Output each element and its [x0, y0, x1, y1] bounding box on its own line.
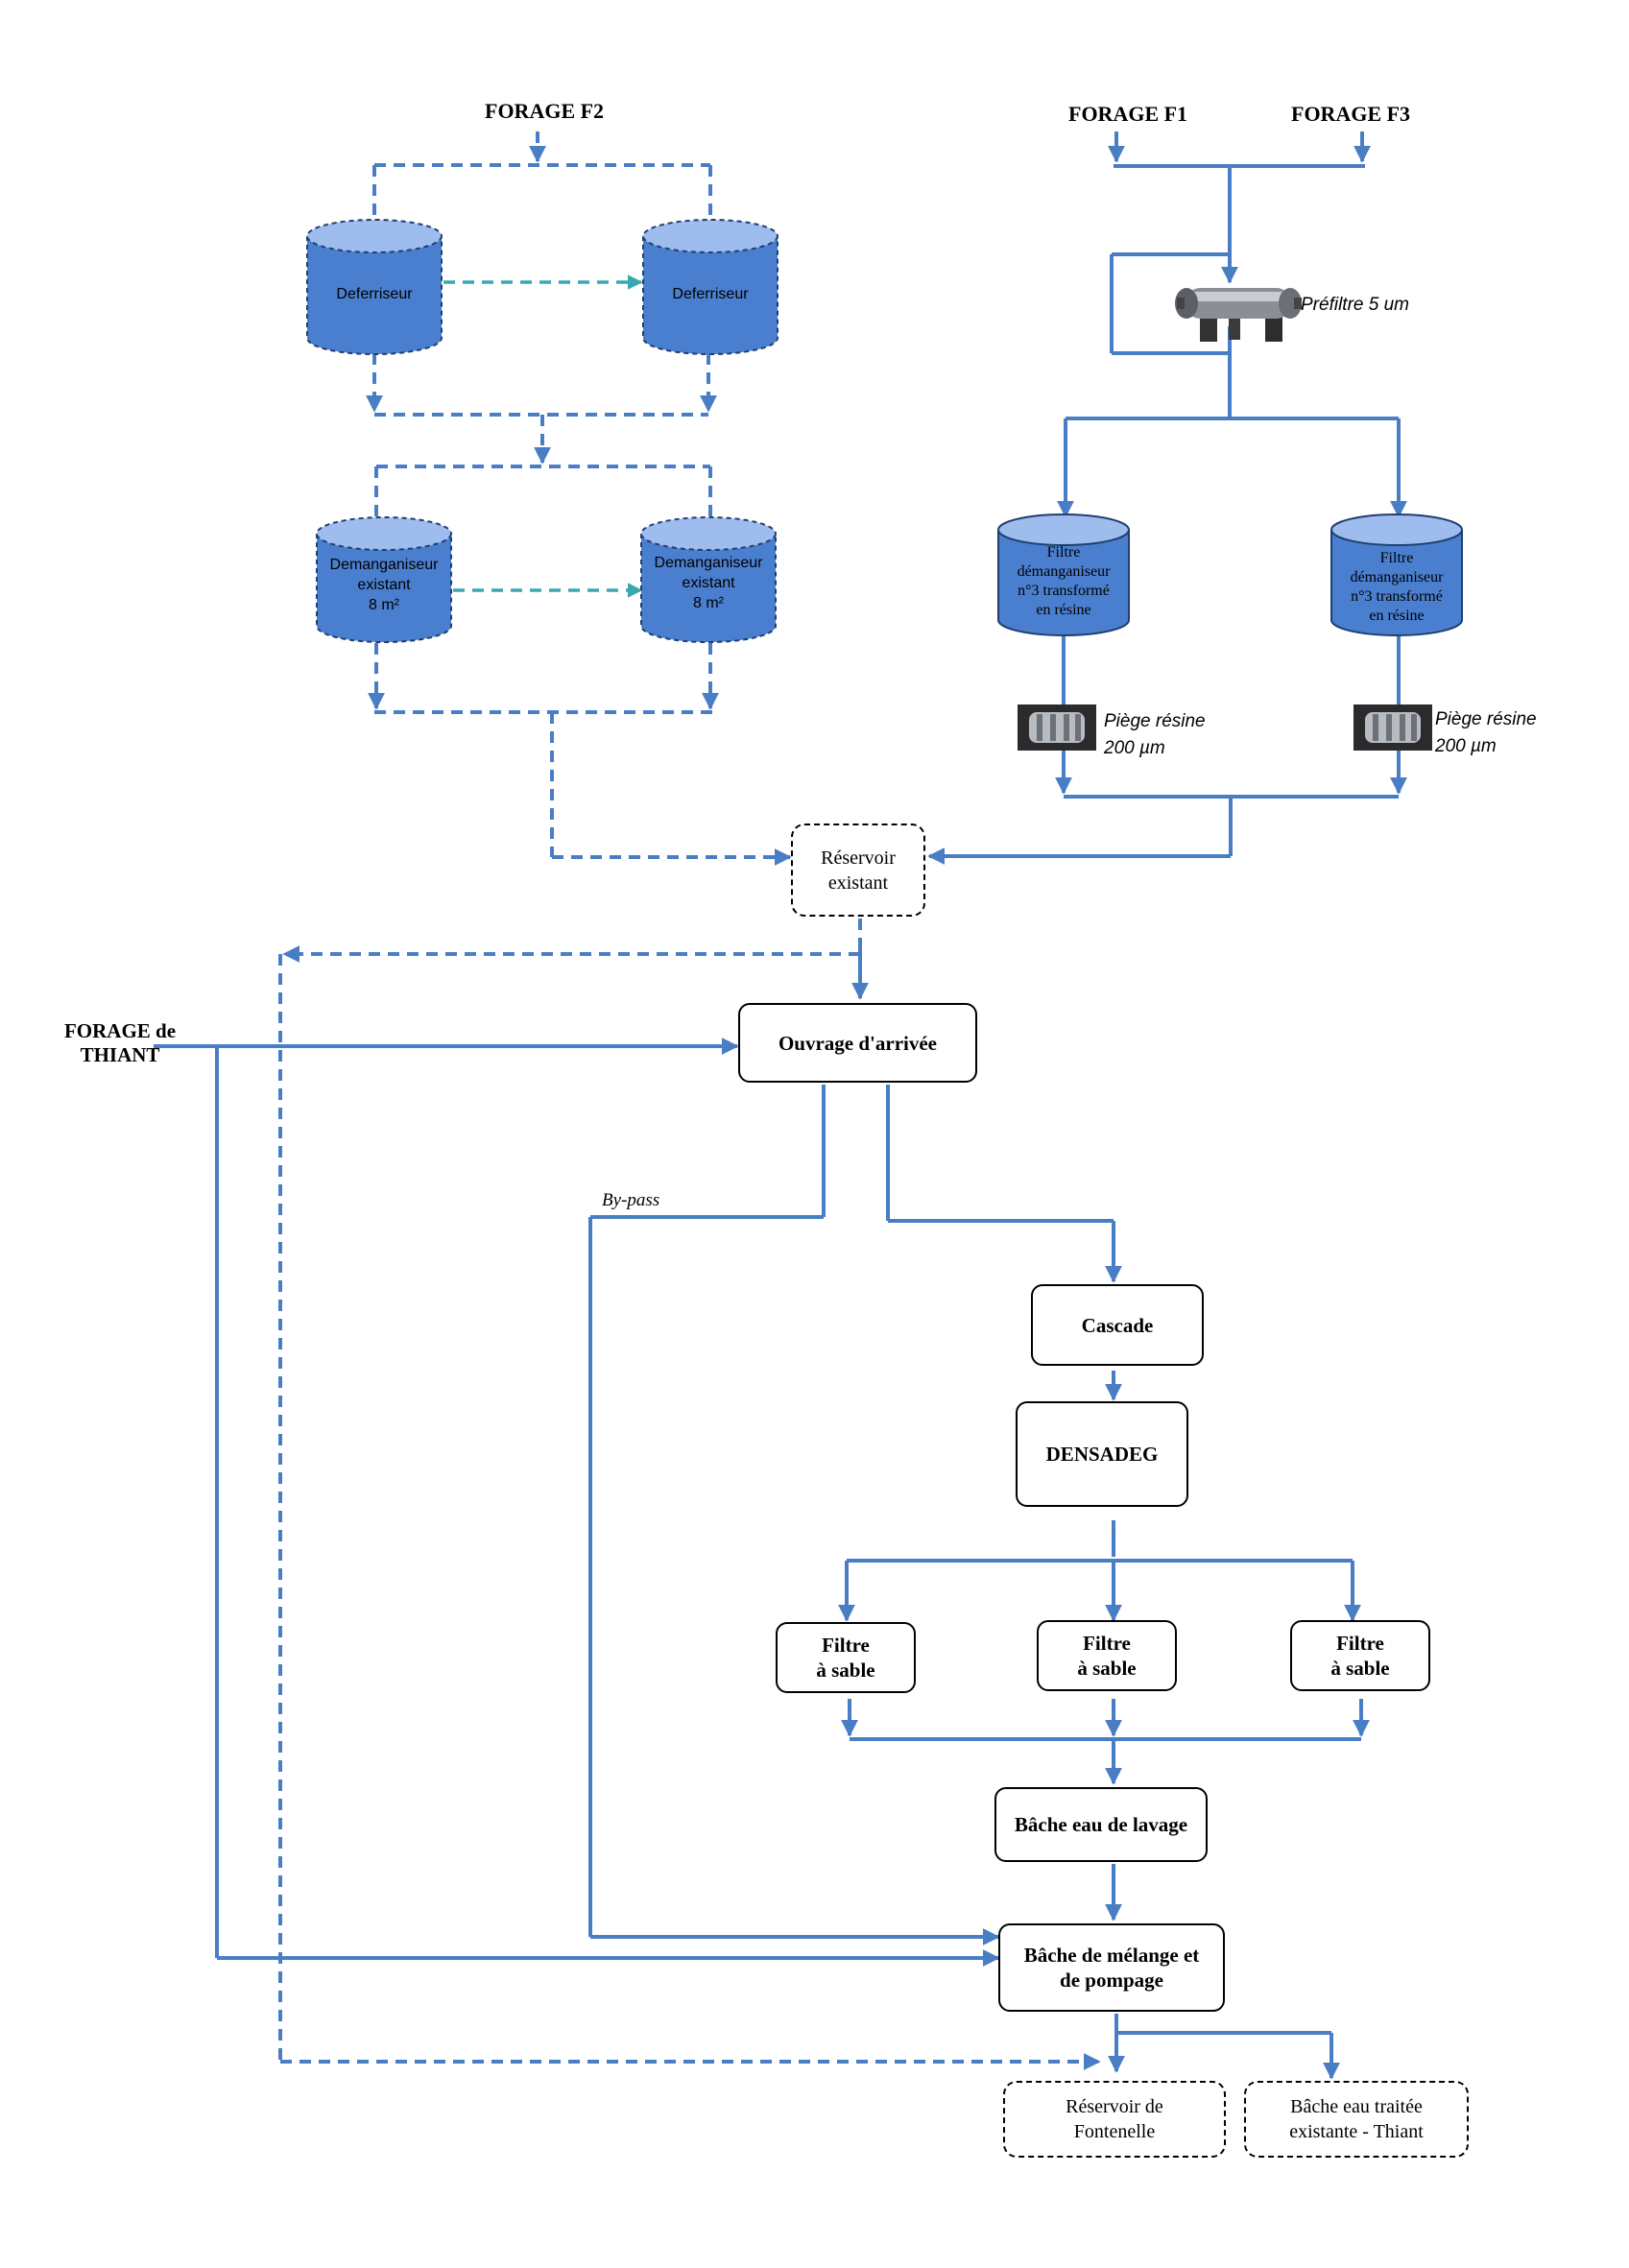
- prefiltre-label: Préfiltre 5 um: [1301, 295, 1409, 315]
- filtre-right-label: Filtre démanganiseur n°3 transformé en r…: [1350, 550, 1444, 624]
- filtre-right-tank: [1330, 513, 1463, 636]
- forage-f2-label: FORAGE F2: [485, 99, 605, 123]
- prefiltre-icon: [1175, 288, 1302, 342]
- deferriseur-left-label: Deferriseur: [336, 286, 413, 302]
- bache-lavage-box: Bâche eau de lavage: [994, 1787, 1208, 1862]
- demanganiseur-right-tank: [640, 516, 777, 643]
- ouvrage-arrivee-box: Ouvrage d'arrivée: [738, 1003, 977, 1083]
- piege-resine-right-icon: [1354, 704, 1432, 751]
- filtre-left-label: Filtre démanganiseur n°3 transformé en r…: [1017, 544, 1111, 618]
- deferriseur-left-tank: [306, 219, 443, 355]
- piege-right-label: Piège résine 200 µm: [1435, 709, 1537, 756]
- forage-thiant-label: FORAGE de THIANT: [63, 1019, 177, 1066]
- forage-f1-label: FORAGE F1: [1068, 102, 1188, 126]
- demanganiseur-left-label: Demanganiseur existant 8 m²: [329, 557, 439, 613]
- deferriseur-right-tank: [642, 219, 779, 355]
- bypass-label: By-pass: [602, 1190, 660, 1210]
- deferriseur-right-label: Deferriseur: [672, 286, 749, 302]
- densadeg-box: DENSADEG: [1016, 1401, 1188, 1507]
- demanganiseur-left-tank: [316, 516, 452, 643]
- demanganiseur-right-label: Demanganiseur existant 8 m²: [654, 555, 763, 611]
- filtre-left-tank: [997, 513, 1130, 636]
- forage-f2-pipes: [278, 131, 1101, 2070]
- piege-left-label: Piège résine 200 µm: [1104, 711, 1206, 758]
- reservoir-existant-box: Réservoir existant: [791, 824, 925, 917]
- cascade-box: Cascade: [1031, 1284, 1204, 1366]
- piege-resine-left-icon: [1018, 704, 1096, 751]
- forage-f3-label: FORAGE F3: [1291, 102, 1411, 126]
